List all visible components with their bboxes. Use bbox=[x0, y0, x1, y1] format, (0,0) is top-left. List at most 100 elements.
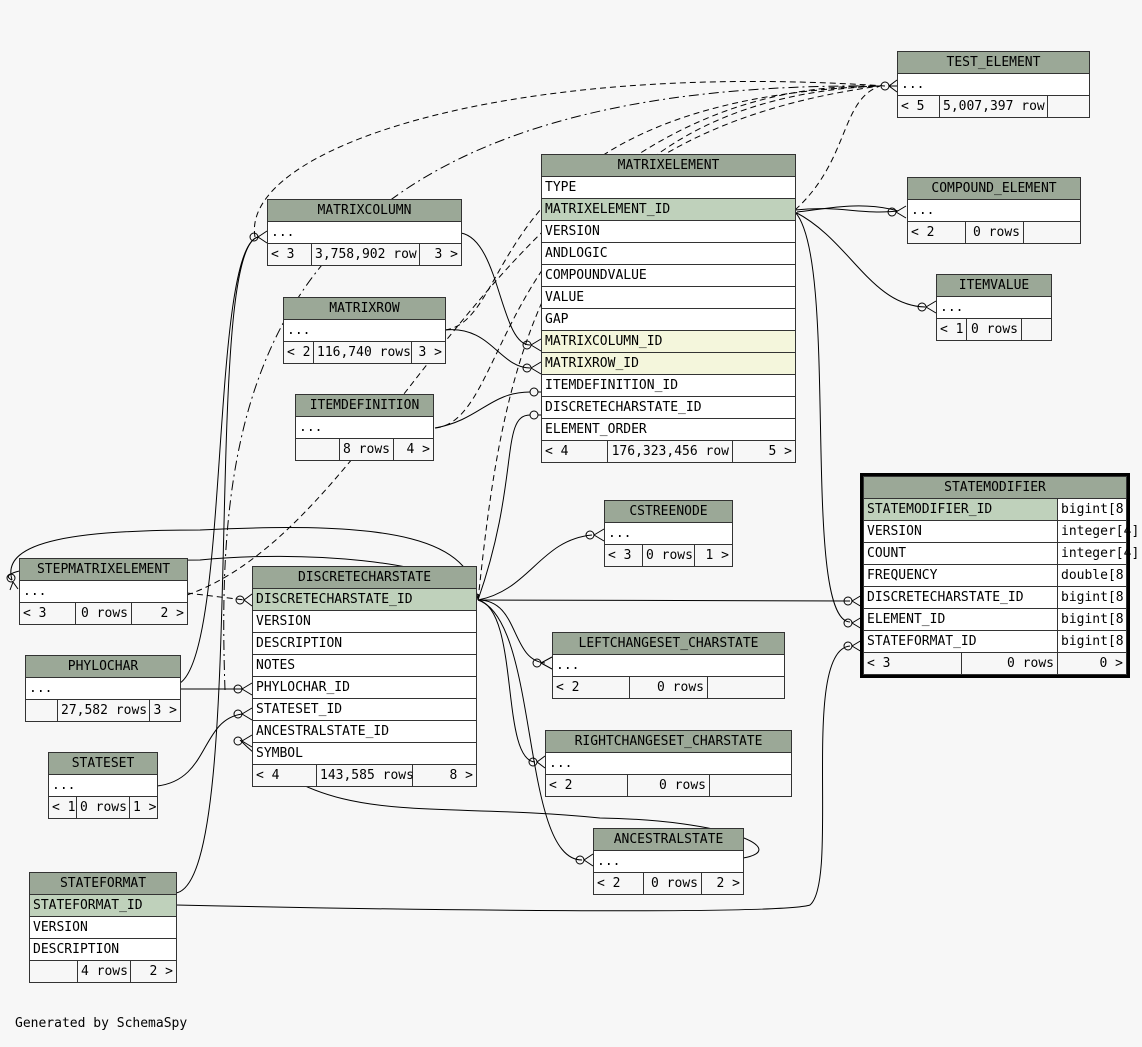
children-count[interactable]: 0 > bbox=[1057, 652, 1127, 675]
children-count[interactable] bbox=[708, 774, 793, 797]
children-count[interactable]: 3 > bbox=[410, 341, 447, 364]
primary-key-column[interactable]: DISCRETECHARSTATE_ID bbox=[252, 588, 477, 611]
table-title[interactable]: ITEMVALUE bbox=[935, 274, 1053, 297]
column-row[interactable]: COMPOUNDVALUE bbox=[541, 264, 796, 287]
parents-count[interactable]: < 4 bbox=[541, 440, 608, 463]
column-row[interactable]: ... bbox=[544, 752, 793, 775]
table-title[interactable]: MATRIXELEMENT bbox=[541, 154, 796, 177]
column-row[interactable]: ... bbox=[47, 774, 159, 797]
parents-count[interactable]: < 1 bbox=[48, 796, 77, 819]
parents-count[interactable]: < 3 bbox=[863, 652, 962, 675]
parents-count[interactable]: < 3 bbox=[19, 602, 76, 625]
column-row[interactable]: ... bbox=[295, 416, 434, 439]
table-title[interactable]: LEFTCHANGESET_CHARSTATE bbox=[551, 632, 786, 655]
foreign-key-column[interactable]: MATRIXROW_ID bbox=[541, 352, 796, 375]
table-title[interactable]: MATRIXCOLUMN bbox=[267, 199, 462, 222]
children-count[interactable]: 1 > bbox=[128, 796, 159, 819]
column-row[interactable]: ... bbox=[551, 654, 786, 677]
children-count[interactable]: 5 > bbox=[732, 440, 796, 463]
parents-count[interactable] bbox=[29, 960, 78, 983]
parents-count[interactable]: < 5 bbox=[897, 95, 940, 118]
column-row[interactable]: ... bbox=[897, 73, 1090, 96]
table-title[interactable]: PHYLOCHAR bbox=[24, 655, 182, 678]
children-count[interactable] bbox=[1023, 221, 1081, 244]
column-row[interactable]: VERSION bbox=[29, 916, 177, 939]
column-row[interactable]: GAP bbox=[541, 308, 796, 331]
column-row[interactable]: VERSION bbox=[541, 220, 796, 243]
parents-count[interactable] bbox=[25, 699, 58, 722]
column-row[interactable]: ... bbox=[593, 850, 744, 873]
children-count[interactable]: 1 > bbox=[693, 544, 734, 567]
column-row[interactable]: ... bbox=[935, 296, 1053, 319]
children-count[interactable]: 2 > bbox=[130, 960, 177, 983]
foreign-key-column[interactable]: MATRIXCOLUMN_ID bbox=[541, 330, 796, 353]
parents-count[interactable]: < 2 bbox=[545, 774, 628, 797]
table-title[interactable]: STATESET bbox=[47, 752, 159, 775]
children-count[interactable]: 2 > bbox=[131, 602, 188, 625]
column-row[interactable]: ITEMDEFINITION_ID bbox=[541, 374, 796, 397]
column-row[interactable]: ELEMENT_ORDER bbox=[541, 418, 796, 441]
column-row[interactable]: DISCRETECHARSTATE_ID bbox=[541, 396, 796, 419]
children-count[interactable]: 3 > bbox=[148, 699, 182, 722]
column-row[interactable]: ... bbox=[282, 319, 447, 342]
table-discretecharstate[interactable]: DISCRETECHARSTATE DISCRETECHARSTATE_ID V… bbox=[252, 566, 477, 787]
column-row[interactable]: TYPE bbox=[541, 176, 796, 199]
column-row[interactable]: ANCESTRALSTATE_ID bbox=[252, 720, 477, 743]
column-row[interactable]: DESCRIPTION bbox=[252, 632, 477, 655]
table-stateformat[interactable]: STATEFORMAT STATEFORMAT_ID VERSION DESCR… bbox=[29, 872, 177, 983]
parents-count[interactable]: < 4 bbox=[252, 764, 317, 787]
children-count[interactable]: 4 > bbox=[393, 438, 434, 461]
parents-count[interactable]: < 2 bbox=[593, 872, 644, 895]
column-row[interactable]: PHYLOCHAR_ID bbox=[252, 676, 477, 699]
children-count[interactable] bbox=[1047, 95, 1090, 118]
children-count[interactable] bbox=[1020, 318, 1053, 341]
column-row[interactable]: ... bbox=[19, 580, 188, 603]
parents-count[interactable]: < 1 bbox=[936, 318, 967, 341]
parents-count[interactable]: < 2 bbox=[283, 341, 314, 364]
children-count[interactable]: 3 > bbox=[419, 243, 462, 266]
table-matrixelement[interactable]: MATRIXELEMENT TYPE MATRIXELEMENT_ID VERS… bbox=[541, 154, 796, 463]
column-row[interactable]: DESCRIPTION bbox=[29, 938, 177, 961]
table-title[interactable]: STEPMATRIXELEMENT bbox=[19, 558, 188, 581]
table-title[interactable]: CSTREENODE bbox=[603, 500, 734, 523]
column-row[interactable]: SYMBOL bbox=[252, 742, 477, 765]
column-row[interactable]: VERSION bbox=[863, 520, 1058, 543]
column-row[interactable]: ... bbox=[907, 199, 1081, 222]
column-row[interactable]: ELEMENT_ID bbox=[863, 608, 1058, 631]
children-count[interactable] bbox=[706, 676, 786, 699]
table-title[interactable]: TEST_ELEMENT bbox=[897, 51, 1090, 74]
column-row[interactable]: VERSION bbox=[252, 610, 477, 633]
children-count[interactable]: 8 > bbox=[412, 764, 477, 787]
column-row[interactable]: NOTES bbox=[252, 654, 477, 677]
column-row[interactable]: DISCRETECHARSTATE_ID bbox=[863, 586, 1058, 609]
column-row[interactable]: VALUE bbox=[541, 286, 796, 309]
parents-count[interactable]: < 2 bbox=[907, 221, 966, 244]
primary-key-column[interactable]: MATRIXELEMENT_ID bbox=[541, 198, 796, 221]
table-title[interactable]: STATEMODIFIER bbox=[863, 476, 1127, 499]
parents-count[interactable]: < 3 bbox=[604, 544, 643, 567]
table-title[interactable]: ITEMDEFINITION bbox=[295, 394, 434, 417]
table-title[interactable]: ANCESTRALSTATE bbox=[593, 828, 744, 851]
parents-count[interactable]: < 3 bbox=[267, 243, 312, 266]
table-title[interactable]: RIGHTCHANGESET_CHARSTATE bbox=[544, 730, 793, 753]
column-row[interactable]: FREQUENCY bbox=[863, 564, 1058, 587]
parents-count[interactable]: < 2 bbox=[552, 676, 630, 699]
column-row[interactable]: ANDLOGIC bbox=[541, 242, 796, 265]
table-title[interactable]: DISCRETECHARSTATE bbox=[252, 566, 477, 589]
column-row[interactable]: ... bbox=[603, 522, 734, 545]
column-row[interactable]: STATESET_ID bbox=[252, 698, 477, 721]
primary-key-column[interactable]: STATEMODIFIER_ID bbox=[863, 498, 1058, 521]
